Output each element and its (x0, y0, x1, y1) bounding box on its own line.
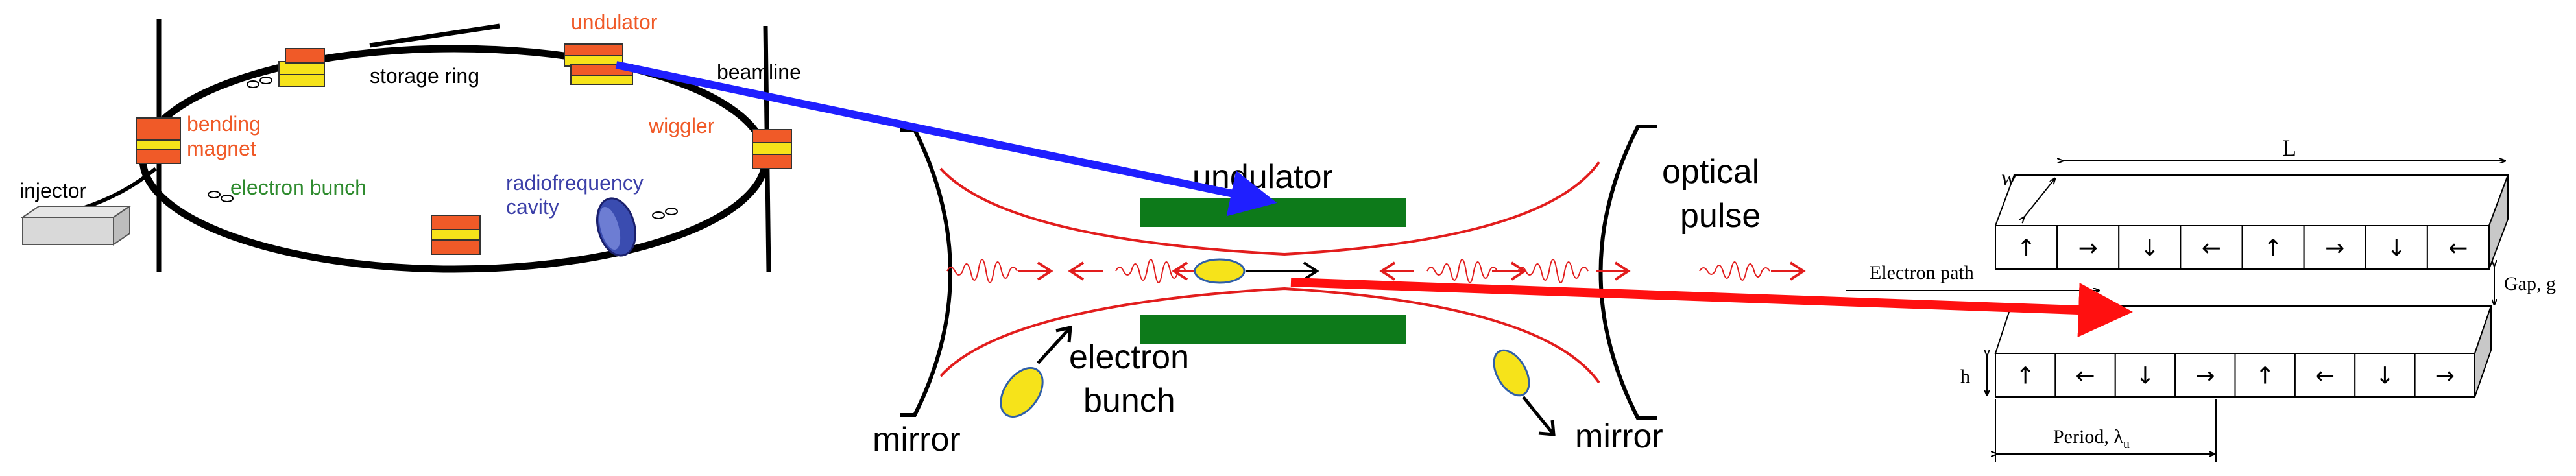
center-electron-bunch (1194, 258, 1246, 284)
bottom-magnetization-arrow: ↑ (2016, 363, 2035, 390)
beam-envelope-bottom (939, 287, 1600, 384)
ring-magnet (431, 215, 481, 255)
injector-label: injector (19, 179, 87, 202)
top-magnet-cell (2118, 225, 2182, 270)
beam-envelope-top (939, 161, 1600, 256)
top-magnetization-arrow: ↓ (2387, 235, 2406, 262)
width-label: w (2001, 166, 2016, 190)
undulator-bar-top (1140, 198, 1406, 227)
top-magnetization-arrow: ↑ (2263, 235, 2283, 262)
storage-ring-panel: undulator storage ring beamline bending … (19, 10, 801, 273)
outgoing-bunch-arrow (1522, 396, 1556, 436)
bunch-direction-arrow (1246, 261, 1319, 281)
outgoing-electron-bunch (1493, 349, 1530, 397)
bottom-magnet-cells: ↑ ← ↓ → ↑ ← ↓ → (1995, 353, 2475, 398)
magnet-label-2: magnet (187, 137, 256, 160)
top-magnet-cell (2426, 225, 2490, 270)
electron-label-2: bunch (1083, 382, 1175, 420)
ring-electron-bunch (208, 77, 678, 219)
bottom-magnetization-arrow: → (2435, 363, 2455, 390)
gap-label: Gap, g (2504, 273, 2556, 294)
bottom-magnet-cell (2114, 353, 2176, 398)
injector-box (20, 205, 132, 246)
bottom-magnetization-arrow: ↑ (2256, 363, 2275, 390)
bottom-magnet-cell (2354, 353, 2416, 398)
top-magnet-cell (2241, 225, 2305, 270)
undulator-label: undulator (571, 10, 658, 34)
bottom-magnetization-arrow: → (2195, 363, 2215, 390)
bottom-magnet-cell (2294, 353, 2356, 398)
storage-ring-label: storage ring (370, 64, 479, 88)
height-label: h (1960, 366, 1970, 387)
mirror-label-left: mirror (873, 421, 961, 458)
ring-magnet (278, 48, 325, 87)
incoming-bunch-arrow (1037, 325, 1072, 364)
bottom-magnet-cell (2174, 353, 2236, 398)
bottom-magnet-cell (2414, 353, 2475, 398)
top-magnetization-arrow: → (2078, 235, 2098, 262)
electron-bunch-label: electron bunch (230, 176, 367, 199)
bottom-magnet-cell (2054, 353, 2116, 398)
top-magnet-cell (2180, 225, 2243, 270)
top-magnetization-arrow: → (2325, 235, 2344, 262)
bottom-magnetization-arrow: ← (2075, 363, 2095, 390)
rf-cavity-label-1: radiofrequency (506, 171, 644, 195)
blue-connector-arrow (615, 61, 1277, 217)
left-mirror (900, 128, 952, 417)
optical-pulses (946, 259, 1770, 283)
top-magnet-cells: ↑ → ↓ ← ↑ → ↓ ← (1995, 225, 2490, 270)
rf-cavity-label-2: cavity (506, 195, 559, 219)
top-magnetization-arrow: ↑ (2016, 235, 2036, 262)
length-label: L (2282, 135, 2296, 161)
bottom-magnetization-arrow: ← (2315, 363, 2335, 390)
top-magnet-cell (2365, 225, 2428, 270)
top-magnetization-arrow: ↓ (2140, 235, 2160, 262)
mirror-label-right: mirror (1575, 418, 1663, 455)
magnet-array-panel: ↑ → ↓ ← ↑ → ↓ ← ↑ ← ↓ → ↑ ← ↓ → L w Electron path Gap,… (1846, 135, 2556, 462)
electron-path-label: Electron path (1870, 262, 1974, 283)
electron-label-1: electron (1069, 339, 1189, 376)
ring-tangent-line (369, 23, 500, 48)
undulator-bar-bottom (1140, 315, 1406, 344)
top-magnetization-arrow: ← (2448, 235, 2468, 262)
bending-label-1: bending (187, 112, 261, 136)
bottom-magnet-cell (1995, 353, 2056, 398)
rf-cavity (596, 197, 636, 257)
wiggler-magnet (752, 129, 792, 169)
wiggler-label: wiggler (648, 114, 715, 137)
width-dimension (2024, 178, 2055, 217)
optical-direction-arrows (1018, 261, 1806, 281)
red-connector-arrow (1290, 278, 2133, 337)
optical-label-2: pulse (1680, 197, 1761, 235)
bending-magnet (136, 117, 181, 164)
top-magnetization-arrow: ← (2202, 235, 2221, 262)
incoming-electron-bunch (1000, 367, 1044, 418)
bottom-magnetization-arrow: ↓ (2375, 363, 2394, 390)
beamline-label: beamline (717, 60, 801, 84)
optical-label-1: optical (1662, 153, 1759, 191)
period-label: Period, λu (2053, 426, 2130, 451)
bottom-magnetization-arrow: ↓ (2136, 363, 2155, 390)
